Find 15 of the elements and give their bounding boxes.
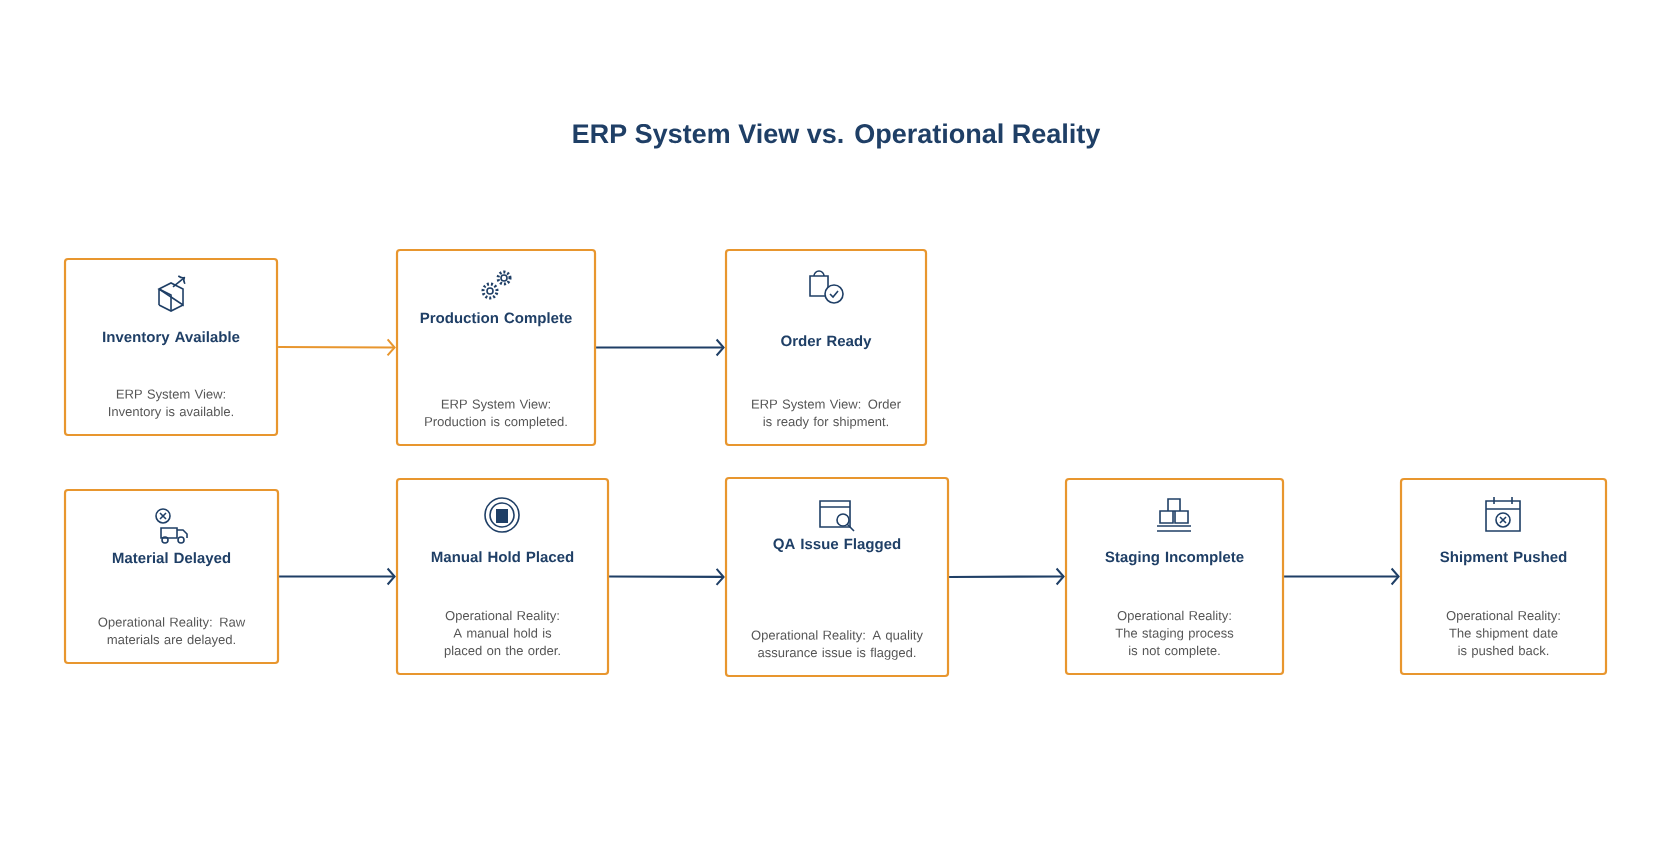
box-description: Operational Reality: A quality assurance issue is flagged.: [751, 630, 923, 660]
arrow: [279, 567, 396, 586]
box-description: Operational Reality: The staging process is not complete.: [1115, 610, 1234, 658]
arrow: [949, 567, 1065, 586]
arrow: [609, 567, 725, 586]
title: ERP System View vs. Operational Reality: [573, 123, 1101, 149]
arrow: [278, 338, 396, 357]
box-description: ERP System View: Production is completed.: [425, 399, 567, 429]
arrow: [596, 338, 725, 357]
box-description: Operational Reality: Raw materials are delayed.: [98, 617, 246, 647]
box-description: ERP System View: Inventory is available.: [109, 389, 234, 419]
arrow: [1284, 567, 1400, 586]
box-description: Operational Reality: A manual hold is placed on the order.: [444, 610, 560, 658]
box-description: Operational Reality: The shipment date is pushed back.: [1446, 610, 1560, 658]
box-description: ERP System View: Order is ready for shipment.: [752, 399, 901, 429]
